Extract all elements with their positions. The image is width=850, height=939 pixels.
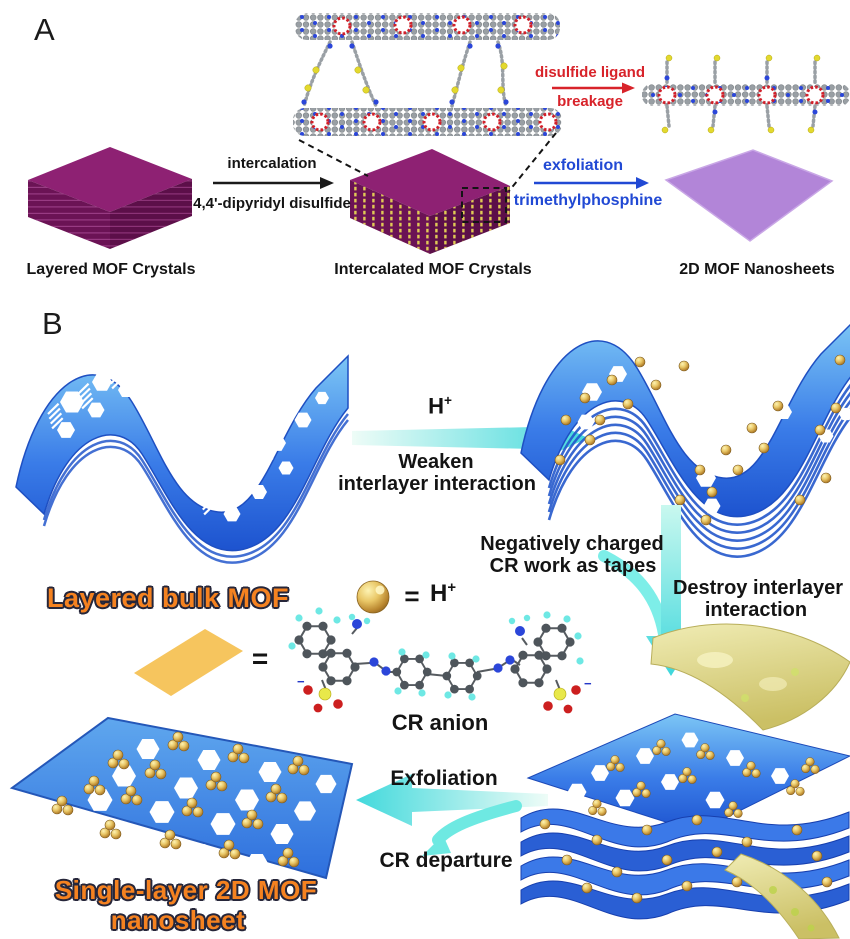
destroy-arrow-icon [598,505,696,676]
disulfide-linkers [302,40,508,108]
proton-legend-sphere [356,580,390,614]
single-layer-label-line1: Single-layer 2D MOF [54,875,318,905]
cr-legend-equals: = [251,643,269,674]
cr-tape-top [650,623,850,731]
proton-charge: + [443,393,452,408]
layered-bulk-mof-label: Layered bulk MOF [46,583,290,613]
destroy-note-line1: Destroy interlayer [672,577,844,599]
tapes-note-line2: CR work as tapes [489,555,657,577]
sulfonate-charge-right: − [584,676,592,691]
cr-departure-arrow-icon [422,800,522,856]
metal-node-rings [310,15,558,132]
exfoliation-reagent-label: trimethylphosphine [513,192,663,209]
cr-departure-label: CR departure [379,849,513,872]
nitrogen-atoms-cr [352,619,525,676]
breakage-arrow-icon [552,82,635,94]
sulfonate-groups [303,685,581,714]
intercalation-arrow-label: intercalation [227,155,317,172]
sulfur-tips [661,54,821,134]
panel-b-label: B [42,306,63,341]
exfoliation-arrow-a-icon [534,177,649,189]
sulfonate-charge-left: − [297,674,305,689]
intercalation-reagent-label: 4,4'-dipyridyl disulfide [193,195,351,212]
stack-top-sheet [526,713,850,833]
breakage-label-line2: breakage [557,93,623,110]
tapes-note-line1: Negatively charged [480,533,664,555]
caption-2d-nanosheets: 2D MOF Nanosheets [679,261,835,278]
layered-bulk-mof-art [15,336,350,564]
panel-a-label: A [34,12,55,47]
cr-legend-parallelogram [134,629,243,696]
caption-intercalated-crystals: Intercalated MOF Crystals [334,261,532,278]
breakage-label-line1: disulfide ligand [534,64,646,81]
nitrogen-dots [664,75,818,115]
cr-anion-label: CR anion [391,710,489,735]
proton-species: H [428,393,444,419]
exfoliated-layer-molecular-view [642,54,850,134]
protonated-bulk-mof-art [520,321,850,558]
metal-node-rings-exfoliated [657,85,825,105]
intercalation-arrow-icon [213,177,334,189]
intercalated-mof-crystal-art [298,132,557,254]
single-layer-label-line2: nanosheet [110,905,246,935]
nitrogen-atoms [301,43,509,105]
cr-anion-molecule-art: − − [288,607,592,714]
2d-mof-nanosheet-art [664,149,834,242]
intercalated-stack-art [520,623,850,939]
layered-mof-crystal-art [28,147,192,249]
proton-legend-species: H [429,580,448,607]
sulfur-atoms [304,62,508,94]
weaken-caption-line2: interlayer interaction [338,473,536,495]
destroy-note-line2: interaction [704,599,808,621]
weaken-caption-line1: Weaken [398,451,474,473]
magnifier-dashed-lines [298,132,557,223]
exfoliation-arrow-icon [356,774,548,826]
weaken-arrow-icon [352,413,588,463]
exfoliation-a-arrow-label: exfoliation [542,157,624,174]
proton-legend-charge: + [447,580,457,596]
interlayer-molecular-view [293,13,562,136]
proton-legend-equals: = [404,581,420,611]
proton-legend-label: H+ [429,580,457,607]
exfoliation-b-arrow-label: Exfoliation [390,767,498,790]
caption-layered-crystals: Layered MOF Crystals [26,261,196,278]
proton-arrow-label: H+ [428,393,452,419]
single-layer-nanosheet-art [9,716,354,880]
hydrogen-atoms [288,607,584,701]
